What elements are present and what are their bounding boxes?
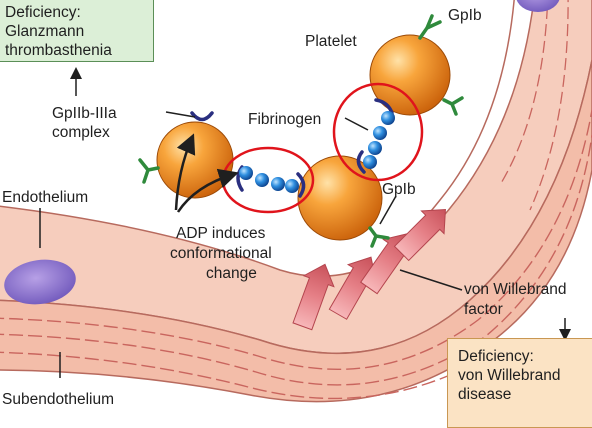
gpiib-receptor-mid-left xyxy=(296,172,306,198)
gpiib-receptor-mid-top xyxy=(356,150,366,174)
gpiib-receptor-left-top xyxy=(190,111,214,122)
vwd-line2: von Willebrand xyxy=(458,367,561,384)
label-endothelium: Endothelium xyxy=(2,189,88,206)
glanzmann-line1: Deficiency: xyxy=(5,4,81,21)
label-subendothelium: Subendothelium xyxy=(2,391,114,408)
vwd-line3: disease xyxy=(458,386,512,403)
label-gpiib-line2: complex xyxy=(52,124,110,141)
label-adp-line2: conformational xyxy=(170,245,272,262)
vwf-arrows xyxy=(292,209,446,331)
label-vwf-line2: factor xyxy=(464,301,503,318)
label-adp-line1: ADP induces xyxy=(176,225,266,242)
leader-lines xyxy=(39,67,571,378)
platelet-left xyxy=(156,121,234,199)
vessel-fibers-right xyxy=(499,0,569,211)
highlight-circle-right xyxy=(332,82,424,182)
glanzmann-line2: Glanzmann xyxy=(5,23,85,40)
label-fibrinogen: Fibrinogen xyxy=(248,111,321,128)
gpib-receptor-top-right xyxy=(442,96,464,116)
gpiib-receptor-top-left xyxy=(374,98,394,115)
platelet-top xyxy=(369,34,451,116)
fibrinogen-right xyxy=(363,111,395,169)
cell-top-right xyxy=(516,0,560,12)
glanzmann-line3: thrombasthenia xyxy=(5,42,112,59)
gpib-receptor-middle xyxy=(368,226,390,248)
label-adp-line3: change xyxy=(206,265,257,282)
vwf-arrow-1 xyxy=(292,263,335,331)
subendothelium-layer xyxy=(0,59,592,403)
fibrinogen-left xyxy=(239,166,299,193)
label-gpiib-line1: GpIIb-IIIa xyxy=(52,105,117,122)
vwf-arrow-4 xyxy=(393,209,446,262)
endothelial-nucleus xyxy=(4,259,76,305)
diagram-labels: GpIIb-IIIa complex Platelet GpIb Fibrino… xyxy=(2,7,567,408)
deficiency-box-glanzmann: Deficiency: Glanzmann thrombasthenia xyxy=(0,0,154,62)
label-gpib-top: GpIb xyxy=(448,7,482,24)
deficiency-box-von-willebrand: Deficiency: von Willebrand disease xyxy=(447,338,592,428)
gpib-receptor-top xyxy=(418,14,442,40)
label-vwf-line1: von Willebrand xyxy=(464,281,567,298)
vwd-line1: Deficiency: xyxy=(458,348,534,365)
label-platelet: Platelet xyxy=(305,33,357,50)
label-gpib-mid: GpIb xyxy=(382,181,416,198)
subendothelium-fibers xyxy=(0,109,592,400)
gpib-receptors xyxy=(138,14,464,248)
platelet-adhesion-diagram: GpIIb-IIIa complex Platelet GpIb Fibrino… xyxy=(0,0,592,408)
gpib-receptor-left xyxy=(138,158,160,184)
